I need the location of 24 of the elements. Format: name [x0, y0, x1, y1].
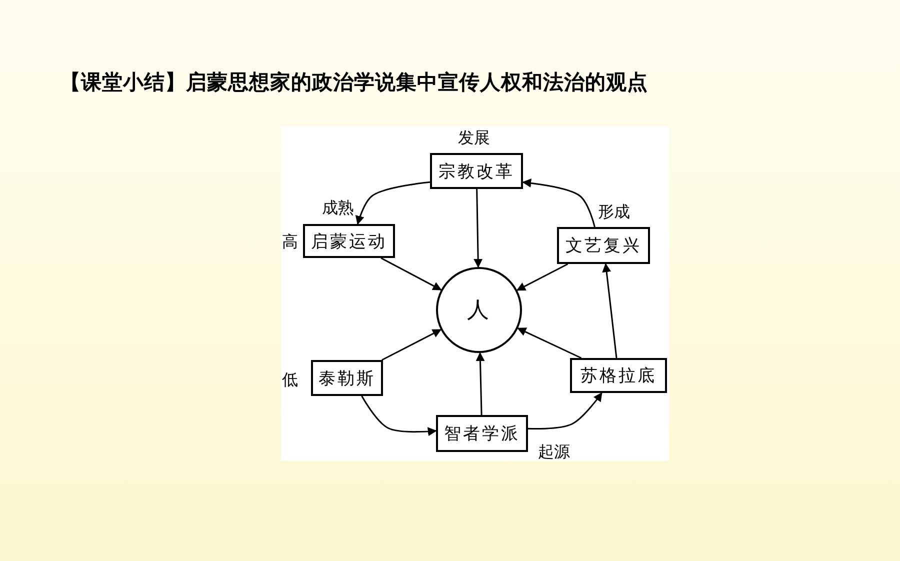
arrow: [380, 257, 442, 290]
stage-label: 发展: [458, 128, 490, 149]
arrow: [516, 263, 568, 291]
stage-label: 成熟: [322, 198, 354, 219]
process-box: 苏格拉底: [570, 358, 667, 393]
process-box: 泰勒斯: [311, 360, 383, 396]
stage-label: 形成: [598, 202, 630, 223]
arrow: [361, 396, 437, 436]
stage-label: 起源: [538, 442, 570, 463]
title: 【课堂小结】启蒙思想家的政治学说集中宣传人权和法治的观点: [60, 69, 649, 96]
arrow: [474, 188, 483, 268]
arrow: [476, 352, 485, 416]
arrow: [602, 263, 618, 358]
level-label: 低: [282, 370, 298, 391]
process-box: 宗教改革: [430, 153, 523, 189]
arrow: [356, 181, 430, 225]
arrow: [522, 178, 596, 228]
arrow: [517, 328, 582, 359]
process-box: 启蒙运动: [303, 224, 395, 258]
process-box: 文艺复兴: [557, 227, 650, 264]
level-label: 高: [282, 232, 298, 253]
arrow: [528, 392, 602, 430]
arrow: [382, 329, 442, 361]
process-box: 智者学派: [436, 415, 528, 452]
